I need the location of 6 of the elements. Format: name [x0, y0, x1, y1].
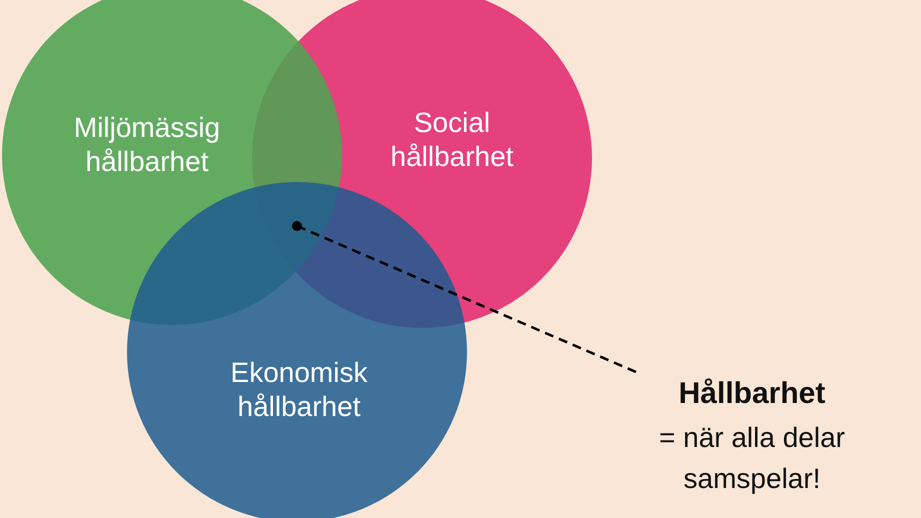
circle-label: Miljömässig hållbarhet [72, 111, 222, 178]
definition-heading: Hållbarhet [678, 376, 826, 412]
leader-line [301, 226, 636, 374]
circle-label: Social hållbarhet [390, 106, 514, 174]
definition-text: = när alla delar samspelar! [658, 421, 846, 496]
circle-label: Ekonomisk hållbarhet [230, 356, 368, 424]
